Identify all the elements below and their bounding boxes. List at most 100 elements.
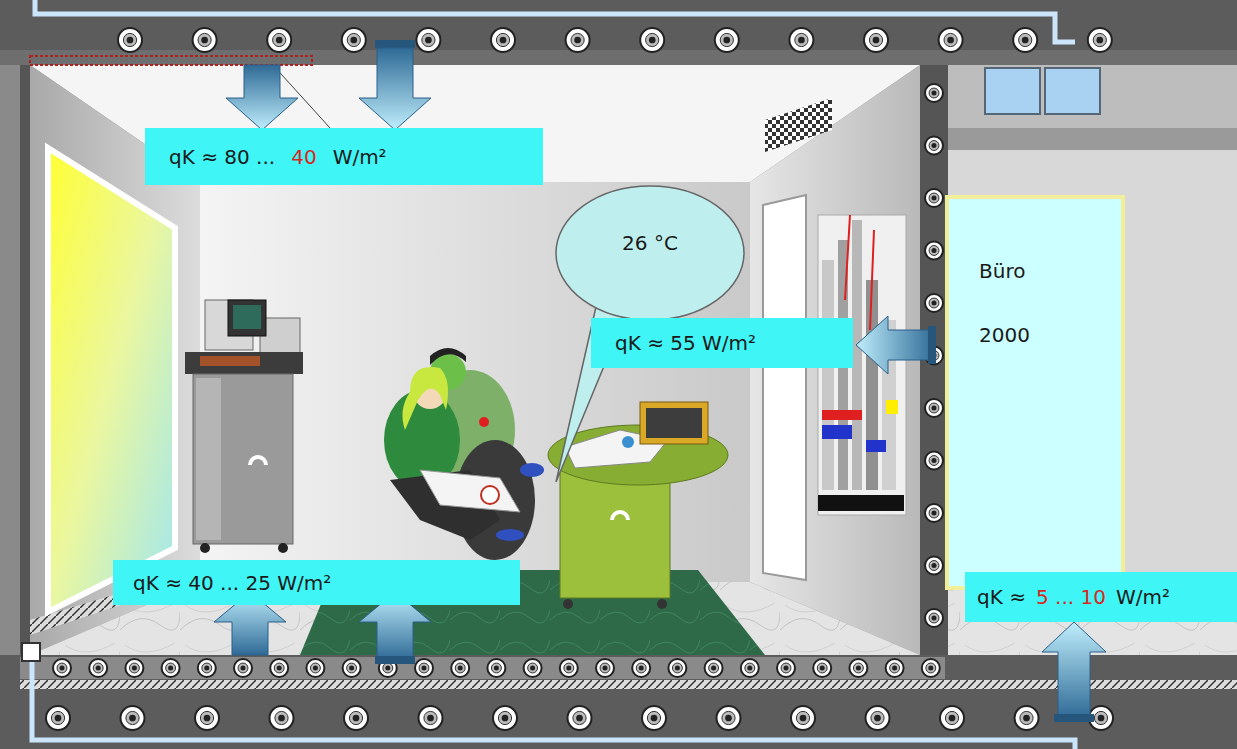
pipe-section [642, 706, 666, 730]
pipe-section [270, 659, 288, 677]
window-pane [1045, 68, 1100, 114]
pipe-section [922, 659, 940, 677]
pipe-section [415, 659, 433, 677]
pipe-section [195, 706, 219, 730]
cooling-panel [48, 148, 175, 612]
pipe-section [940, 706, 964, 730]
leader-line [272, 64, 330, 128]
air-vent [765, 98, 832, 152]
pipe-section [1088, 28, 1112, 52]
office-panel: Büro 2000 [945, 195, 1125, 590]
pipe-section [717, 706, 741, 730]
pipe-section [451, 659, 469, 677]
pipe-joint [22, 643, 40, 661]
pipe-section [162, 659, 180, 677]
presentation-cart [185, 300, 303, 553]
pipe-section [925, 294, 943, 312]
floor-slab [0, 655, 1237, 749]
heat-flux-text: 5 ... 10 [1036, 585, 1106, 609]
pipe-section [705, 659, 723, 677]
insulation-layer [20, 680, 1237, 689]
pipe-section [53, 659, 71, 677]
water-pipe [35, 0, 1075, 42]
temperature-bubble: 26 °C [555, 185, 745, 321]
pipe-section [925, 84, 943, 102]
pipe-section [487, 659, 505, 677]
pipe-section [925, 609, 943, 627]
floor-screed [20, 657, 945, 679]
pipe-section [864, 28, 888, 52]
pipe-section [632, 659, 650, 677]
pipe-section [849, 659, 867, 677]
pipe-section [886, 659, 904, 677]
heat-flux-box: qK ≈ 55 W/m² [591, 318, 853, 368]
door [763, 195, 806, 580]
pipe-section [715, 28, 739, 52]
neighbour-ceiling [948, 65, 1237, 130]
pipe-section [925, 399, 943, 417]
heat-flux-text: Büro [979, 259, 1025, 283]
pipe-section [741, 659, 759, 677]
pipe-section [344, 706, 368, 730]
pipe-section [524, 659, 542, 677]
pipe-section [270, 706, 294, 730]
pipe-section [566, 28, 590, 52]
neighbour-beam [948, 128, 1237, 150]
seated-people [384, 348, 544, 560]
pipe-section [866, 706, 890, 730]
heat-flux-text: qK ≈ 40 ... 25 W/m² [133, 571, 331, 595]
pipe-section [493, 706, 517, 730]
pipe-section [925, 504, 943, 522]
heat-flux-box: qK ≈ 80 ...40W/m² [145, 128, 543, 185]
pipe-section [491, 28, 515, 52]
pipe-section [596, 659, 614, 677]
pipe-section [789, 28, 813, 52]
pipe-section [234, 659, 252, 677]
pipe-section [121, 706, 145, 730]
pipe-section [342, 28, 366, 52]
pipe-section [925, 137, 943, 155]
pipe-section [419, 706, 443, 730]
pipe-section [925, 452, 943, 470]
pipe-section [89, 659, 107, 677]
pipe-section [925, 242, 943, 260]
pipe-section [560, 659, 578, 677]
temperature-value: 26 °C [622, 231, 678, 255]
pipe-section [813, 659, 831, 677]
pipe-section [343, 659, 361, 677]
pipe-section [568, 706, 592, 730]
pipe-section [118, 28, 142, 52]
heat-flux-text: W/m² [1116, 585, 1170, 609]
left-column [20, 65, 30, 655]
ceiling-slab [0, 0, 1237, 65]
pipe-section [416, 28, 440, 52]
heat-flux-text: qK ≈ 80 ... [169, 145, 275, 169]
pipe-section [668, 659, 686, 677]
pipe-section [939, 28, 963, 52]
pipe-section [1015, 706, 1039, 730]
water-pipe [32, 652, 1075, 749]
pipe-section [777, 659, 795, 677]
heat-flux-text: 40 [291, 145, 316, 169]
pipe-section [193, 28, 217, 52]
pipe-section [791, 706, 815, 730]
heating-coil [30, 56, 312, 65]
pipe-section [925, 557, 943, 575]
pipe-section [198, 659, 216, 677]
pipe-section [306, 659, 324, 677]
slab-layer [0, 50, 1237, 65]
pipe-section [125, 659, 143, 677]
heat-flux-text: qK ≈ 55 W/m² [615, 331, 756, 355]
heat-flux-text: 2000 [979, 323, 1030, 347]
pipe-section [1013, 28, 1037, 52]
heat-flux-box: qK ≈ 5 ... 10 W/m² [965, 572, 1237, 622]
window-pane [985, 68, 1040, 114]
heat-flux-box: qK ≈ 40 ... 25 W/m² [113, 560, 520, 605]
heat-flux-text: qK ≈ [977, 585, 1026, 609]
pipe-section [925, 189, 943, 207]
pipe-section [640, 28, 664, 52]
pipe-section [267, 28, 291, 52]
pipe-section [46, 706, 70, 730]
